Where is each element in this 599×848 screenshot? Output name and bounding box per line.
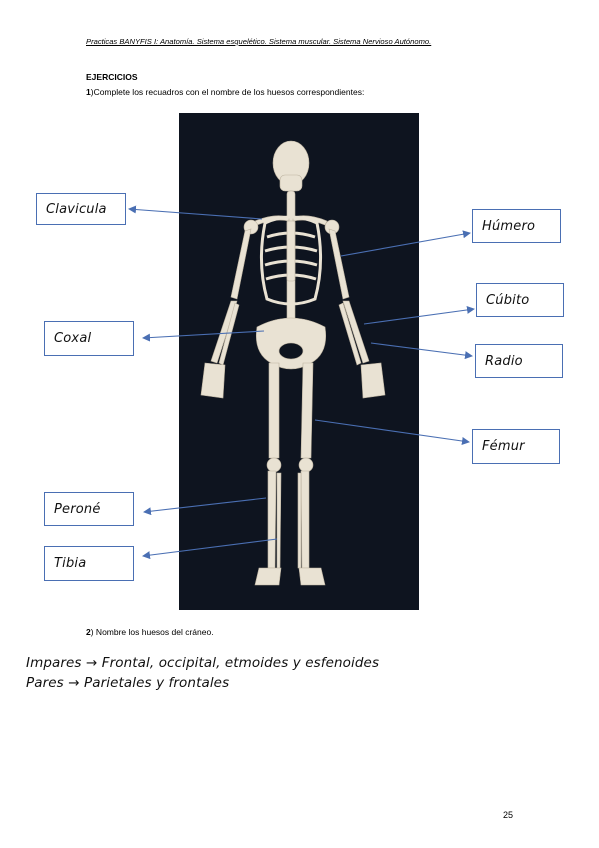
page-header: Practicas BANYFIS I: Anatomía. Sistema e… (86, 37, 432, 46)
question-1-number: 1 (86, 87, 91, 97)
label-box-femur: Fémur (472, 429, 560, 464)
answer-pares: Pares → Parietales y frontales (26, 675, 230, 691)
section-title: EJERCICIOS (86, 72, 138, 82)
question-1: 1)Complete los recuadros con el nombre d… (86, 87, 364, 97)
label-box-coxal: Coxal (44, 321, 134, 356)
label-box-humero: Húmero (472, 209, 561, 243)
question-2: 2) Nombre los huesos del cráneo. (86, 627, 214, 637)
skeleton-illustration (200, 140, 386, 586)
question-2-text: ) Nombre los huesos del cráneo. (90, 627, 214, 637)
label-box-cubito: Cúbito (476, 283, 564, 317)
question-2-number: 2 (86, 627, 91, 637)
page-number: 25 (503, 810, 514, 820)
label-box-perone: Peroné (44, 492, 134, 526)
skeleton-figure (179, 113, 419, 610)
label-box-clavicula: Clavicula (36, 193, 126, 225)
label-box-radio: Radio (475, 344, 563, 378)
question-1-text: )Complete los recuadros con el nombre de… (90, 87, 365, 97)
label-box-tibia: Tibia (44, 546, 134, 581)
answer-impares: Impares → Frontal, occipital, etmoides y… (26, 655, 380, 671)
